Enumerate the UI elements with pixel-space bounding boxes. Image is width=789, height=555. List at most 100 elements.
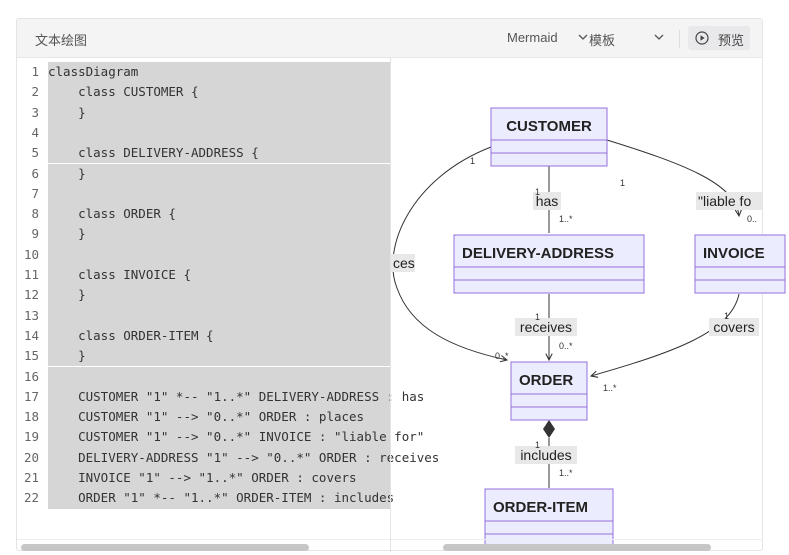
- multiplicity: 1: [620, 178, 625, 188]
- class-invoice[interactable]: INVOICE: [694, 234, 786, 294]
- code-text[interactable]: [48, 183, 390, 205]
- multiplicity: 0..: [747, 214, 757, 224]
- class-name: ORDER-ITEM: [493, 499, 588, 516]
- preview-horizontal-scrollbar[interactable]: [391, 539, 762, 551]
- code-text[interactable]: CUSTOMER "1" *-- "1..*" DELIVERY-ADDRESS…: [48, 386, 424, 408]
- code-text[interactable]: classDiagram: [48, 62, 390, 83]
- label-bg: [391, 254, 415, 272]
- label-bg: [515, 446, 577, 464]
- multiplicity: 1..*: [559, 468, 573, 478]
- multiplicity: 0..*: [559, 341, 573, 351]
- class-name: CUSTOMER: [506, 118, 592, 135]
- line-number: 14: [23, 327, 39, 343]
- preview-button[interactable]: 预览: [688, 26, 750, 50]
- class-order[interactable]: ORDER: [510, 361, 588, 421]
- code-text[interactable]: [48, 244, 390, 265]
- line-number: 10: [23, 246, 39, 262]
- code-line: 19 CUSTOMER "1" --> "0..*" INVOICE : "li…: [17, 427, 424, 448]
- edge-covers: [591, 293, 740, 376]
- label-bg: [709, 318, 759, 336]
- code-text[interactable]: ORDER "1" *-- "1..*" ORDER-ITEM : includ…: [48, 488, 394, 509]
- code-line: 22 ORDER "1" *-- "1..*" ORDER-ITEM : inc…: [17, 488, 394, 509]
- edge-label-covers: covers: [713, 319, 754, 335]
- editor-horizontal-scrollbar[interactable]: [17, 539, 390, 551]
- line-number: 21: [23, 470, 39, 485]
- code-line: 2 class CUSTOMER {: [17, 82, 390, 103]
- class-delivery-address[interactable]: DELIVERY-ADDRESS: [453, 234, 645, 294]
- code-line: 11 class INVOICE {: [17, 265, 390, 286]
- class-name: INVOICE: [703, 245, 765, 262]
- line-number: 12: [23, 287, 39, 303]
- toolbar-divider: [679, 30, 680, 48]
- code-line: 21 INVOICE "1" --> "1..*" ORDER : covers: [17, 468, 390, 489]
- edge-label-includes: includes: [520, 447, 571, 463]
- code-text[interactable]: }: [48, 224, 390, 245]
- code-text[interactable]: [48, 305, 390, 326]
- chevron-down-icon[interactable]: [653, 32, 665, 42]
- code-text[interactable]: CUSTOMER "1" --> "0..*" INVOICE : "liabl…: [48, 427, 424, 448]
- code-line: 16: [17, 366, 390, 388]
- class-name: DELIVERY-ADDRESS: [462, 245, 614, 262]
- multiplicity: 1: [470, 156, 475, 166]
- code-text[interactable]: INVOICE "1" --> "1..*" ORDER : covers: [48, 468, 390, 489]
- code-text[interactable]: }: [48, 285, 390, 306]
- code-line: 3 }: [17, 102, 390, 124]
- template-select[interactable]: 模板: [589, 33, 616, 48]
- multiplicity: 1: [535, 312, 540, 322]
- scrollbar-thumb[interactable]: [443, 544, 711, 551]
- code-text[interactable]: }: [48, 102, 390, 123]
- multiplicity: 0..*: [495, 351, 509, 361]
- code-text[interactable]: CUSTOMER "1" --> "0..*" ORDER : places: [48, 407, 390, 428]
- composition-diamond-includes: [543, 420, 555, 438]
- code-text[interactable]: }: [48, 346, 390, 367]
- code-text[interactable]: class CUSTOMER {: [48, 82, 390, 103]
- play-circle-icon: [695, 31, 709, 45]
- code-line: 10: [17, 244, 390, 266]
- line-number: 13: [23, 307, 39, 323]
- line-number: 6: [31, 165, 39, 181]
- edge-places: [392, 146, 507, 360]
- label-bg: [515, 318, 577, 336]
- line-number: 17: [23, 388, 39, 404]
- toolbar: 文本绘图 Mermaid 模板 预览: [17, 19, 762, 58]
- code-text[interactable]: }: [48, 163, 390, 184]
- code-line: 7: [17, 183, 390, 205]
- line-number: 2: [31, 84, 39, 100]
- code-line: 6 }: [17, 163, 390, 185]
- line-number: 19: [23, 429, 39, 445]
- line-number: 4: [31, 124, 39, 140]
- code-text[interactable]: [48, 366, 390, 387]
- code-line: 4: [17, 122, 390, 144]
- code-line: 15 }: [17, 346, 390, 367]
- class-order-item[interactable]: ORDER-ITEM: [484, 488, 614, 548]
- edge-label-receives: receives: [520, 319, 572, 335]
- code-text[interactable]: class ORDER-ITEM {: [48, 325, 390, 347]
- line-number: 15: [23, 348, 39, 364]
- chevron-down-icon[interactable]: [577, 32, 589, 42]
- code-text[interactable]: DELIVERY-ADDRESS "1" --> "0..*" ORDER : …: [48, 447, 439, 468]
- code-line: 13: [17, 305, 390, 327]
- split-divider[interactable]: [390, 58, 391, 552]
- class-customer[interactable]: CUSTOMER: [490, 107, 608, 167]
- code-line: 20 DELIVERY-ADDRESS "1" --> "0..*" ORDER…: [17, 447, 439, 469]
- panel-title: 文本绘图: [35, 33, 88, 48]
- code-text[interactable]: class INVOICE {: [48, 265, 390, 286]
- class-diagram: CUSTOMER DELIVERY-ADDRESS INVOICE: [391, 107, 786, 548]
- code-text[interactable]: [48, 122, 390, 144]
- code-line: 1 classDiagram: [17, 62, 390, 83]
- label-bg: [696, 192, 762, 210]
- code-line: 14 class ORDER-ITEM {: [17, 325, 390, 347]
- line-number: 1: [31, 64, 39, 79]
- line-number: 22: [23, 490, 39, 506]
- preview-label: 预览: [718, 33, 745, 48]
- code-text[interactable]: class ORDER {: [48, 204, 390, 225]
- line-number: 18: [23, 409, 39, 425]
- line-number: 5: [31, 145, 39, 161]
- code-text[interactable]: class DELIVERY-ADDRESS {: [48, 143, 390, 164]
- line-number: 20: [23, 449, 39, 465]
- language-select[interactable]: Mermaid: [507, 30, 558, 45]
- multiplicity: 1: [535, 187, 540, 197]
- scrollbar-thumb[interactable]: [21, 544, 309, 551]
